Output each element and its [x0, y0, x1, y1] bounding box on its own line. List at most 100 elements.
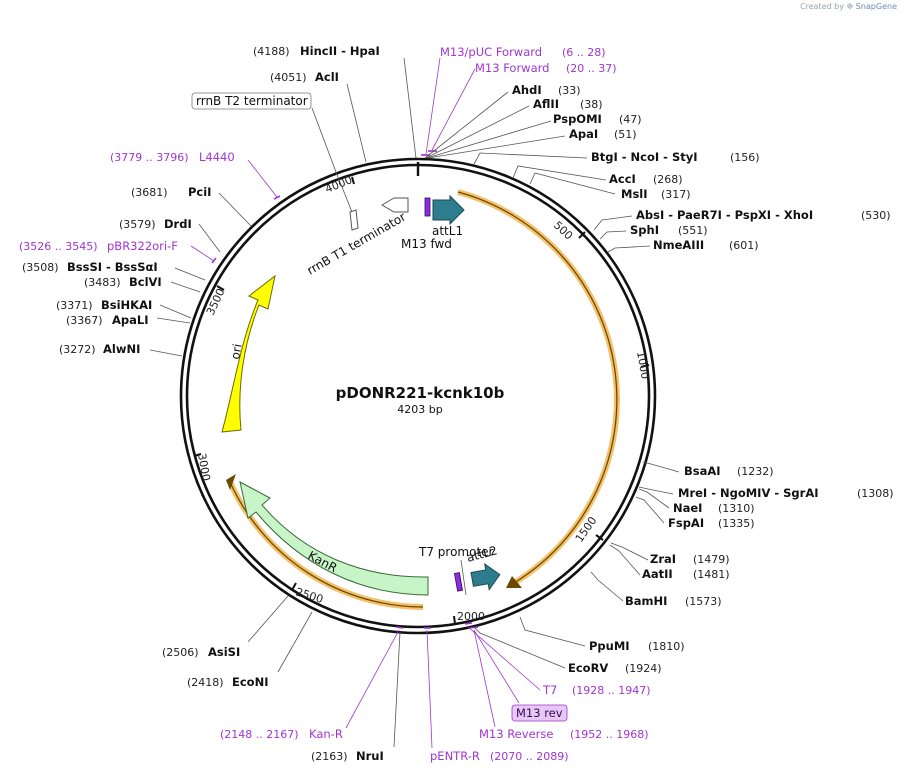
- insert-arc: [457, 191, 618, 584]
- enzyme-pos-fspai: (1335): [718, 517, 755, 530]
- leader-l4440: [247, 159, 278, 198]
- leader-mrei: [638, 486, 674, 495]
- enzyme-pspomi: PspOMI: [553, 112, 602, 126]
- leader-asisi: [247, 595, 289, 643]
- enzyme-msli: MslI: [621, 187, 648, 201]
- enzyme-pos-pspomi: (47): [619, 113, 642, 126]
- rrnb-t2-box: [191, 92, 312, 110]
- kanr-highlight-arrowhead: [226, 474, 236, 490]
- enzyme-pos-msli: (317): [661, 188, 691, 201]
- t7-mark: [464, 622, 473, 625]
- credit-prefix: Created by: [799, 2, 844, 11]
- enzyme-nrui: NruI: [356, 749, 384, 763]
- tick-marks: [193, 176, 650, 625]
- enzyme-pos-mrei: (1308): [857, 487, 894, 500]
- primer-pentr-r: pENTR-R: [430, 749, 480, 763]
- enzyme-acli: AclI: [315, 70, 339, 84]
- leader-ppumi: [519, 616, 586, 647]
- primer-range-pentr-r: (2070 .. 2089): [490, 750, 569, 763]
- enzyme-pos-bamhi: (1573): [685, 595, 722, 608]
- leader-acli: [346, 83, 367, 163]
- leader-fspai: [635, 496, 665, 524]
- attl1-feature: [432, 194, 465, 226]
- plasmid-length: 4203 bp: [397, 403, 442, 416]
- enzyme-nmeaiii: NmeAIII: [653, 238, 704, 252]
- tick-label-1000: 1000: [634, 350, 652, 380]
- enzyme-pos-bsaai: (1232): [737, 465, 774, 478]
- enzyme-pos-aflii: (38): [580, 98, 603, 111]
- leader-m13-reverse: [473, 629, 496, 728]
- tick-mark-2000: [453, 615, 456, 625]
- enzyme-leaders: [149, 57, 680, 748]
- enzyme-pos-apali: (3367): [66, 314, 103, 327]
- kanr-highlight-arc: [229, 481, 424, 608]
- leader-acci: [512, 165, 607, 181]
- backbone-outer-ring: [179, 157, 657, 635]
- leader-m13-rev: [473, 629, 520, 704]
- m13-rev-box: [511, 704, 568, 722]
- tick-mark-4000: [351, 176, 355, 185]
- enzyme-pos-apai: (51): [614, 128, 637, 141]
- rrnb-t2-leader: [311, 107, 353, 213]
- enzyme-aflii: AflII: [533, 97, 559, 111]
- leader-apai: [427, 135, 566, 159]
- enzyme-pcii: PciI: [188, 185, 211, 199]
- leader-bsihkai: [159, 304, 192, 319]
- credit-brand: SnapGene: [855, 2, 897, 11]
- tick-mark-3500: [216, 285, 225, 291]
- attl1-label: attL1: [432, 224, 463, 238]
- m13-rev-feature: [454, 572, 463, 592]
- leader-apali: [156, 317, 191, 324]
- m13-fwd-label: M13 fwd: [401, 237, 452, 251]
- primer-range-t7: (1928 .. 1947): [572, 684, 651, 697]
- leader-nmeaiii: [607, 245, 651, 253]
- leader-zrai: [610, 542, 649, 561]
- ori-label: ori: [228, 343, 244, 361]
- attl2-feature: [470, 562, 501, 591]
- leader-bclvi: [170, 281, 201, 293]
- enzyme-pos-econi: (2418): [187, 676, 224, 689]
- t7-promoter-label: T7 promoter: [418, 545, 494, 559]
- enzyme-asisi: AsiSI: [208, 645, 240, 659]
- m13-fwd-feature: [424, 197, 431, 217]
- primer-range-l4440: (3779 .. 3796): [110, 151, 189, 164]
- primer-m13-reverse: M13 Reverse: [479, 727, 553, 741]
- enzyme-ecorv: EcoRV: [568, 661, 608, 675]
- enzyme-pos-hincii: (4188): [253, 45, 290, 58]
- enzyme-naei: NaeI: [673, 501, 702, 515]
- snapgene-logo-icon: ❉: [846, 2, 854, 11]
- primer-kan-r: Kan-R: [309, 727, 343, 741]
- tick-mark-500: [578, 231, 586, 239]
- leader-m13-fwd: [431, 68, 476, 151]
- leader-btgi: [473, 152, 588, 165]
- enzyme-pos-naei: (1310): [718, 502, 755, 515]
- enzyme-bsaai: BsaAI: [684, 464, 721, 478]
- credit-label: Created by ❉ SnapGene: [800, 2, 897, 11]
- enzyme-btgi-ncoi-styi: BtgI - NcoI - StyI: [591, 150, 698, 164]
- enzyme-pos-asisi: (2506): [162, 646, 199, 659]
- enzyme-bamhi: BamHI: [625, 594, 667, 608]
- enzyme-acci: AccI: [609, 172, 636, 186]
- enzyme-pos-btgi: (156): [730, 151, 760, 164]
- enzyme-pos-ahdi: (33): [558, 84, 581, 97]
- rrnb-t2-feature: [349, 209, 359, 231]
- enzyme-ahdi: AhdI: [512, 83, 542, 97]
- enzyme-pos-pcii: (3681): [131, 186, 168, 199]
- t7-promoter-leader: [460, 559, 467, 596]
- primer-m13-rev: M13 rev: [516, 706, 563, 720]
- enzyme-pos-drdi: (3579): [119, 218, 156, 231]
- enzyme-pos-nmeaiii: (601): [729, 239, 759, 252]
- primer-t7: T7: [542, 683, 557, 697]
- primer-m13-puc-forward: M13/pUC Forward: [440, 45, 542, 59]
- kan-r-mark: [395, 626, 404, 629]
- pbr322-ori-f-mark: [211, 257, 217, 264]
- leader-drdi: [198, 223, 221, 253]
- leader-aflii: [425, 105, 530, 159]
- enzyme-hincii-hpai: HincII - HpaI: [300, 44, 380, 58]
- leader-pcii: [218, 192, 252, 227]
- primer-pbr322-ori-f: pBR322ori-F: [107, 239, 178, 253]
- enzyme-pos-sphi: (551): [678, 224, 708, 237]
- leader-naei: [638, 488, 670, 509]
- plasmid-name: pDONR221-kcnk10b: [336, 384, 505, 402]
